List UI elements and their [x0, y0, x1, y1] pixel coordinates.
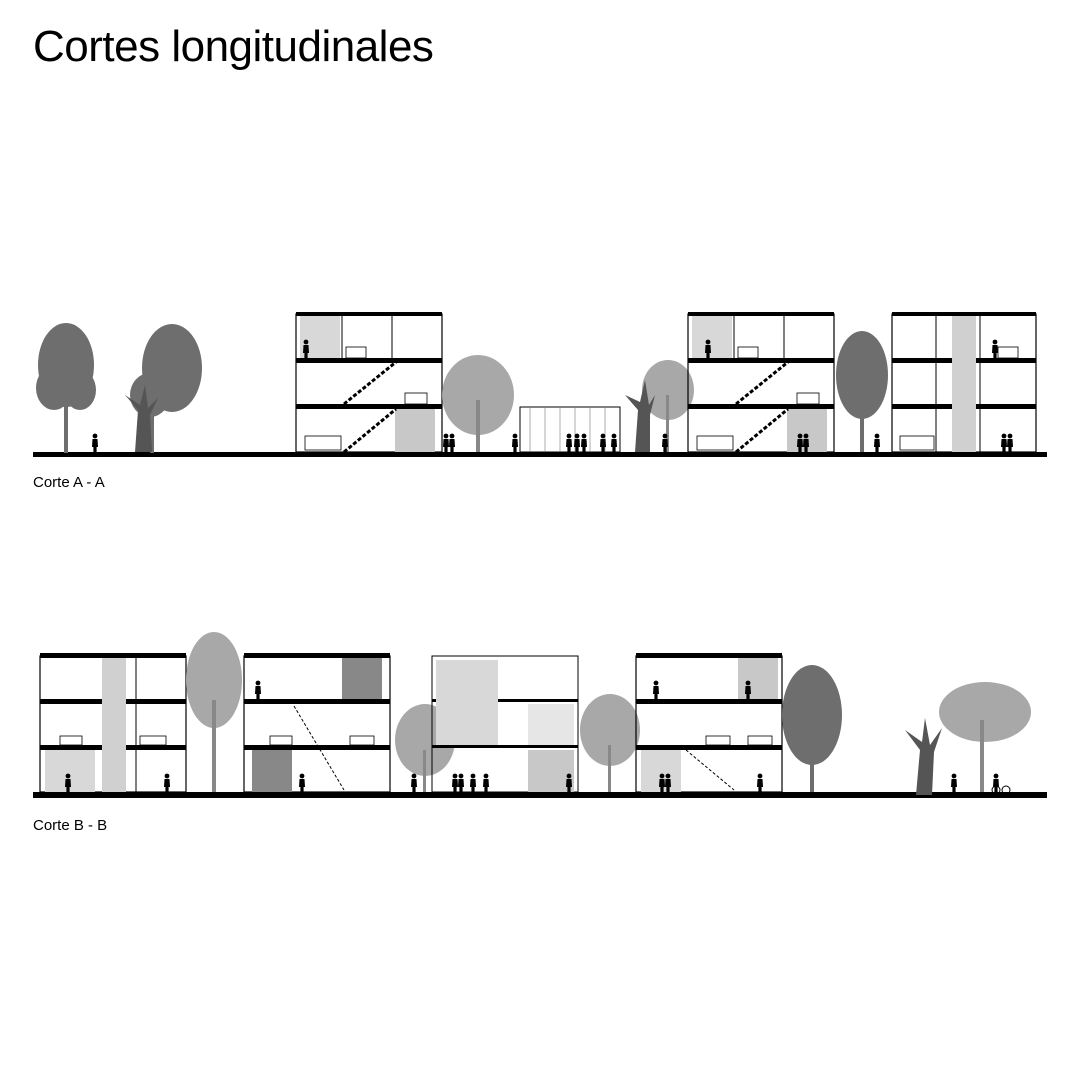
tree-light-icon — [939, 682, 1031, 792]
building-section-1 — [295, 312, 443, 454]
central-pavilion — [431, 655, 579, 793]
building-section-b1 — [39, 653, 187, 793]
building-section-b2 — [243, 653, 391, 793]
person-icon — [92, 433, 98, 452]
tree-dark-icon — [36, 323, 96, 453]
tree-dark-icon — [836, 331, 888, 452]
tree-light-icon — [625, 360, 694, 452]
tree-bare-icon — [905, 718, 942, 795]
section-a-drawing — [33, 312, 1047, 457]
building-section-b3 — [635, 653, 783, 793]
ground-line — [33, 452, 1047, 457]
building-section-3 — [891, 312, 1037, 453]
tree-light-icon — [442, 355, 514, 452]
section-b-drawing — [33, 632, 1047, 798]
building-section-2 — [687, 312, 835, 454]
ground-line — [33, 792, 1047, 798]
tree-dark-icon — [782, 665, 842, 792]
tree-light-icon — [186, 632, 242, 792]
section-b-caption: Corte B - B — [33, 817, 108, 834]
section-a-caption: Corte A - A — [33, 474, 105, 491]
page-title: Cortes longitudinales — [33, 22, 434, 71]
tree-dark-icon — [125, 324, 202, 453]
tree-light-icon — [580, 694, 640, 792]
